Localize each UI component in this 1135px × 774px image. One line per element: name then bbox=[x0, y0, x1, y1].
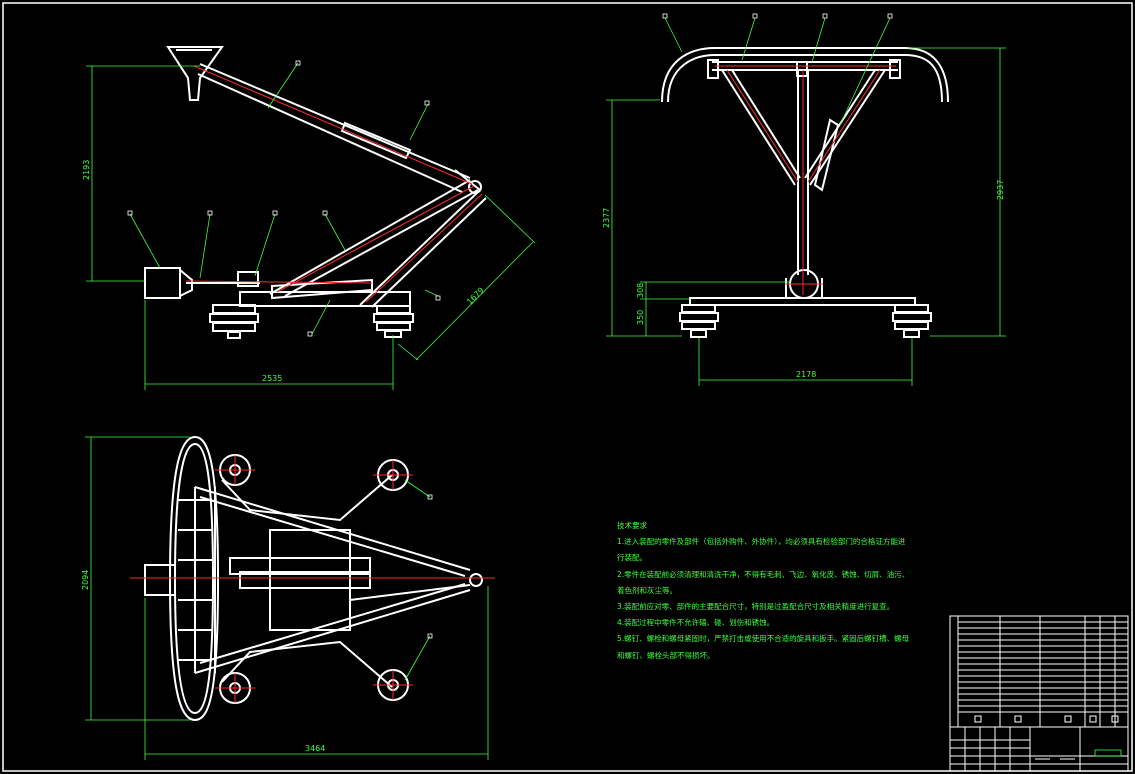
notes-line: 1.进入装配的零件及部件（包括外购件、外协件），均必须具有检验部门的合格证方能进 bbox=[617, 537, 906, 547]
dim-front-height-right: 2937 bbox=[996, 180, 1005, 200]
plan-view-centerlines bbox=[130, 455, 495, 703]
front-suction-cup-right bbox=[892, 304, 932, 338]
plan-view-dimensions bbox=[85, 436, 489, 760]
dim-side-width: 2535 bbox=[262, 374, 282, 383]
notes-line: 3.装配前应对零、部件的主要配合尺寸，特别是过盈配合尺寸及相关精度进行复查。 bbox=[617, 602, 895, 612]
front-view-dimensions bbox=[606, 17, 1006, 386]
dim-plan-length: 3464 bbox=[305, 744, 325, 753]
notes-line: 5.螺钉、螺栓和螺母紧固时，严禁打击或使用不合适的旋具和扳手。紧固后螺钉槽、螺母 bbox=[617, 634, 910, 644]
notes-line: 4.装配过程中零件不允许磕、碰、划伤和锈蚀。 bbox=[617, 618, 775, 628]
side-view-centerlines bbox=[185, 65, 483, 303]
notes-line: 和螺钉、螺栓头部不得损坏。 bbox=[617, 650, 715, 660]
side-suction-cup-right bbox=[373, 305, 414, 338]
side-suction-cup-left bbox=[209, 304, 259, 339]
dim-front-width: 2178 bbox=[796, 370, 816, 379]
dim-side-height: 2193 bbox=[82, 160, 91, 180]
notes-line: 行装配。 bbox=[617, 553, 647, 563]
technical-requirements: 技术要求 1.进入装配的零件及部件（包括外购件、外协件），均必须具有检验部门的合… bbox=[617, 518, 917, 664]
notes-line: 着色剂和灰尘等。 bbox=[617, 585, 677, 595]
front-view-callouts bbox=[662, 13, 893, 19]
dim-front-small-2: 350 bbox=[636, 310, 645, 325]
dim-side-length: 1679 bbox=[465, 286, 486, 307]
dim-plan-width: 2094 bbox=[81, 570, 90, 590]
notes-line: 2.零件在装配前必须清理和清洗干净，不得有毛刺、飞边、氧化皮、锈蚀、切屑、油污、 bbox=[617, 569, 910, 579]
dim-front-height-left: 2377 bbox=[602, 208, 611, 228]
front-view-centerlines bbox=[715, 65, 896, 295]
title-block-label bbox=[1094, 749, 1122, 757]
side-view-dimensions bbox=[86, 62, 536, 390]
dim-front-small-1: 308 bbox=[636, 283, 645, 298]
side-view bbox=[144, 46, 487, 339]
side-view-callouts bbox=[127, 60, 441, 337]
notes-title: 技术要求 bbox=[617, 521, 647, 530]
front-suction-cup-left bbox=[679, 304, 719, 338]
title-block bbox=[949, 615, 1129, 772]
plan-view-callouts bbox=[427, 494, 433, 639]
front-view bbox=[661, 47, 949, 338]
